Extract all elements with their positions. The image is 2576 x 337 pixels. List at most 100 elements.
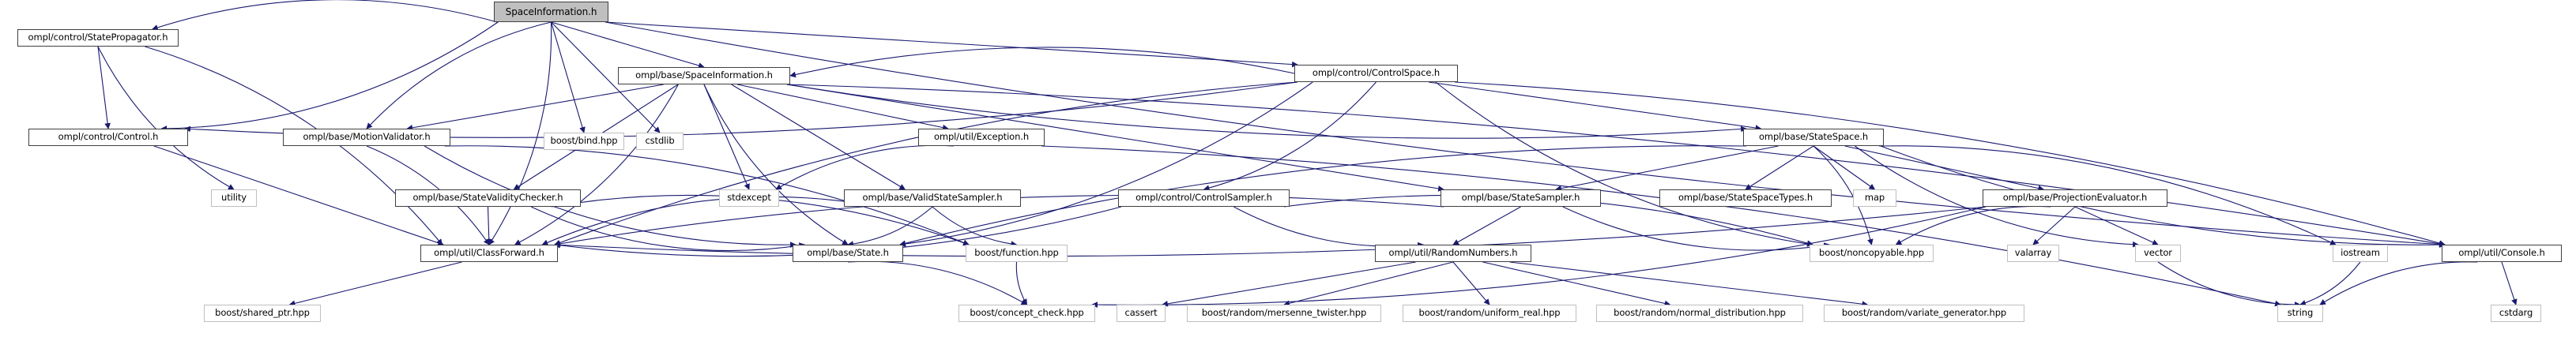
graph-node-label: ompl/base/ProjectionEvaluator.h [2002,192,2148,204]
graph-node-n10[interactable]: utility [211,189,257,207]
graph-node-label: boost/bind.hpp [550,135,618,147]
graph-node-n15[interactable]: ompl/base/StateSampler.h [1441,189,1601,207]
graph-node-n13[interactable]: ompl/base/ValidStateSampler.h [844,189,1021,207]
graph-node-n24[interactable]: valarray [2007,245,2059,262]
graph-node-n26[interactable]: iostream [2333,245,2388,262]
graph-edge [1844,145,2045,192]
graph-edge [737,84,949,131]
graph-node-label: vector [2144,247,2172,259]
graph-edge [541,196,879,245]
graph-node-label: map [1864,192,1885,204]
graph-node-n12[interactable]: stdexcept [719,189,779,207]
graph-node-n7[interactable]: cstdlib [636,133,684,150]
graph-node-n16[interactable]: ompl/base/StateSpaceTypes.h [1659,189,1832,207]
graph-edge [847,206,933,247]
graph-node-n22[interactable]: ompl/util/RandomNumbers.h [1375,245,1531,262]
graph-edge [406,84,664,131]
graph-node-n1[interactable]: ompl/control/StatePropagator.h [17,29,179,47]
graph-node-label: ompl/base/State.h [807,247,889,259]
graph-node-label: cassert [1124,307,1158,319]
graph-node-label: ompl/util/Exception.h [933,131,1030,143]
graph-edge [97,46,111,129]
graph-edge [775,144,954,190]
graph-node-n30[interactable]: cassert [1117,305,1166,322]
graph-node-n25[interactable]: vector [2135,245,2181,262]
graph-node-n36[interactable]: cstdarg [2491,305,2541,322]
graph-edge [1745,145,1814,190]
graph-node-n3[interactable]: ompl/control/ControlSpace.h [1294,65,1458,82]
graph-node-label: ompl/util/RandomNumbers.h [1388,247,1518,259]
graph-edge [1428,81,1762,131]
graph-edge [731,84,906,190]
graph-node-n2[interactable]: ompl/base/SpaceInformation.h [618,67,790,84]
graph-edge [97,46,235,190]
graph-node-n23[interactable]: boost/noncopyable.hpp [1810,245,1934,262]
graph-node-label: boost/random/normal_distribution.hpp [1614,307,1786,319]
graph-edge [488,21,552,245]
graph-node-label: cstdlib [645,135,675,147]
graph-node-label: ompl/base/StateSampler.h [1461,192,1580,204]
graph-edge [514,84,679,245]
graph-node-n33[interactable]: boost/random/normal_distribution.hpp [1596,305,1803,322]
graph-node-label: boost/random/uniform_real.hpp [1418,307,1561,319]
graph-node-label: ompl/base/SpaceInformation.h [635,69,773,81]
graph-node-n35[interactable]: string [2277,305,2323,322]
graph-edge [1813,145,1874,245]
graph-node-n14[interactable]: ompl/control/ControlSampler.h [1118,189,1290,207]
graph-node-n6[interactable]: boost/bind.hpp [544,133,624,150]
graph-node-n4[interactable]: ompl/control/Control.h [28,129,188,146]
graph-node-label: boost/random/variate_generator.hpp [1841,307,2007,319]
graph-node-n0[interactable]: SpaceInformation.h [494,2,608,22]
graph-node-n5[interactable]: ompl/base/MotionValidator.h [283,129,450,146]
graph-edge [160,21,499,132]
graph-edge [899,145,1747,247]
graph-node-label: ompl/control/Control.h [58,131,159,143]
graph-node-label: ompl/base/StateSpace.h [1758,131,1869,143]
graph-edge [530,206,806,252]
graph-edge [703,84,849,245]
graph-edge [1509,261,1869,308]
graph-edge [604,21,1298,68]
graph-edge [789,47,1295,78]
graph-edge [899,81,1313,247]
graph-edge [1041,145,2281,307]
graph-node-label: SpaceInformation.h [505,6,597,17]
graph-node-n27[interactable]: ompl/util/Console.h [2442,245,2562,262]
graph-edge [554,206,1987,257]
graph-edge [1203,81,1377,191]
graph-node-n8[interactable]: ompl/util/Exception.h [918,129,1045,146]
graph-edge [1452,261,1490,305]
graph-node-n9[interactable]: ompl/base/StateSpace.h [1743,129,1884,146]
graph-node-n29[interactable]: boost/concept_check.hpp [958,305,1095,322]
graph-edge [1162,261,1416,307]
graph-edge [1091,206,1987,308]
edge-paths [97,0,2518,308]
graph-edge [703,84,750,190]
graph-node-n28[interactable]: boost/shared_ptr.hpp [204,305,321,322]
graph-node-label: ompl/control/ControlSpace.h [1312,67,1441,79]
graph-node-label: boost/noncopyable.hpp [1819,247,1924,259]
graph-node-n20[interactable]: ompl/base/State.h [793,245,903,262]
graph-edge [551,21,705,69]
graph-edge [2501,261,2518,305]
graph-edge [550,21,586,133]
graph-node-n32[interactable]: boost/random/uniform_real.hpp [1403,305,1576,322]
graph-node-label: boost/random/mersenne_twister.hpp [1201,307,1367,319]
graph-edge [366,145,490,245]
graph-node-n19[interactable]: ompl/util/ClassForward.h [420,245,558,262]
graph-node-n11[interactable]: ompl/base/StateValidityChecker.h [395,189,581,207]
graph-node-n17[interactable]: map [1853,189,1896,207]
graph-edge [551,21,661,133]
graph-node-n31[interactable]: boost/random/mersenne_twister.hpp [1187,305,1381,322]
graph-node-n34[interactable]: boost/random/variate_generator.hpp [1824,305,2024,322]
graph-node-n18[interactable]: ompl/base/ProjectionEvaluator.h [1983,189,2167,207]
graph-edge [2319,261,2478,305]
graph-edge [288,261,462,307]
graph-node-label: boost/shared_ptr.hpp [215,307,310,319]
graph-edge [786,84,2446,247]
graph-edge [1233,206,1424,249]
graph-edge [1454,81,2446,246]
graph-node-label: ompl/base/MotionValidator.h [303,131,431,143]
graph-node-n21[interactable]: boost/function.hpp [966,245,1068,262]
